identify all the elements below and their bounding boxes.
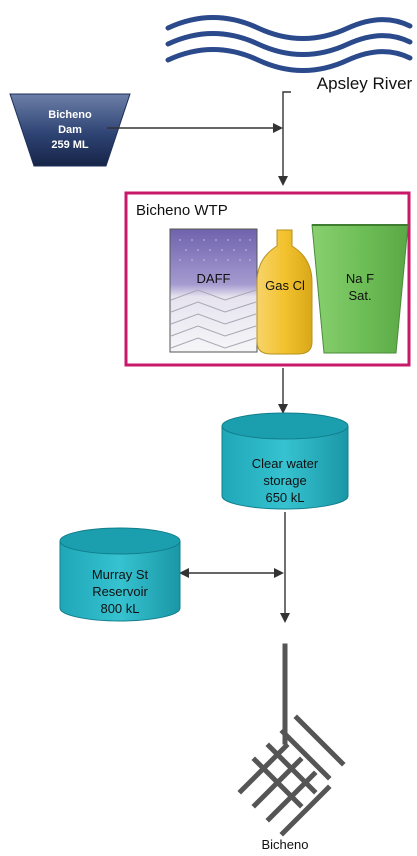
- naf-label-line2: Sat.: [348, 288, 372, 303]
- naf-label-line1: Na F: [345, 271, 375, 286]
- town-label: Bicheno: [261, 837, 309, 852]
- gas-cl-bottle: [256, 229, 313, 355]
- flow-lines: [107, 91, 291, 623]
- dam-label: Bicheno Dam 259 ML: [38, 108, 102, 153]
- distribution-network-icon: [237, 643, 346, 837]
- dam-label-line1: Bicheno: [48, 109, 92, 121]
- river-waves-icon: [165, 15, 413, 73]
- clear-water-label: Clear water storage 650 kL: [222, 455, 348, 506]
- daff-label: DAFF: [196, 271, 231, 286]
- murray-reservoir-tank: [59, 527, 181, 622]
- dam-shape: [9, 93, 131, 167]
- murray-label-line3: 800 kL: [100, 601, 140, 616]
- murray-label-line1: Murray St: [91, 567, 149, 582]
- river-flow-line: [278, 91, 291, 186]
- dam-label-line2: Dam: [58, 124, 82, 136]
- murray-reservoir-label: Murray St Reservoir 800 kL: [60, 566, 180, 617]
- clear-water-label-line2: storage: [263, 473, 307, 488]
- daff-unit: [169, 228, 258, 353]
- river-label: Apsley River: [316, 74, 413, 93]
- gas-cl-label: Gas Cl: [265, 278, 305, 293]
- wtp-title: Bicheno WTP: [136, 202, 228, 219]
- dam-label-line3: 259 ML: [51, 139, 89, 151]
- clear-water-tank: [221, 412, 349, 510]
- clear-water-label-line3: 650 kL: [265, 490, 305, 505]
- naf-label: Na F Sat.: [324, 270, 396, 304]
- clear-water-label-line1: Clear water: [251, 456, 319, 471]
- murray-label-line2: Reservoir: [92, 584, 148, 599]
